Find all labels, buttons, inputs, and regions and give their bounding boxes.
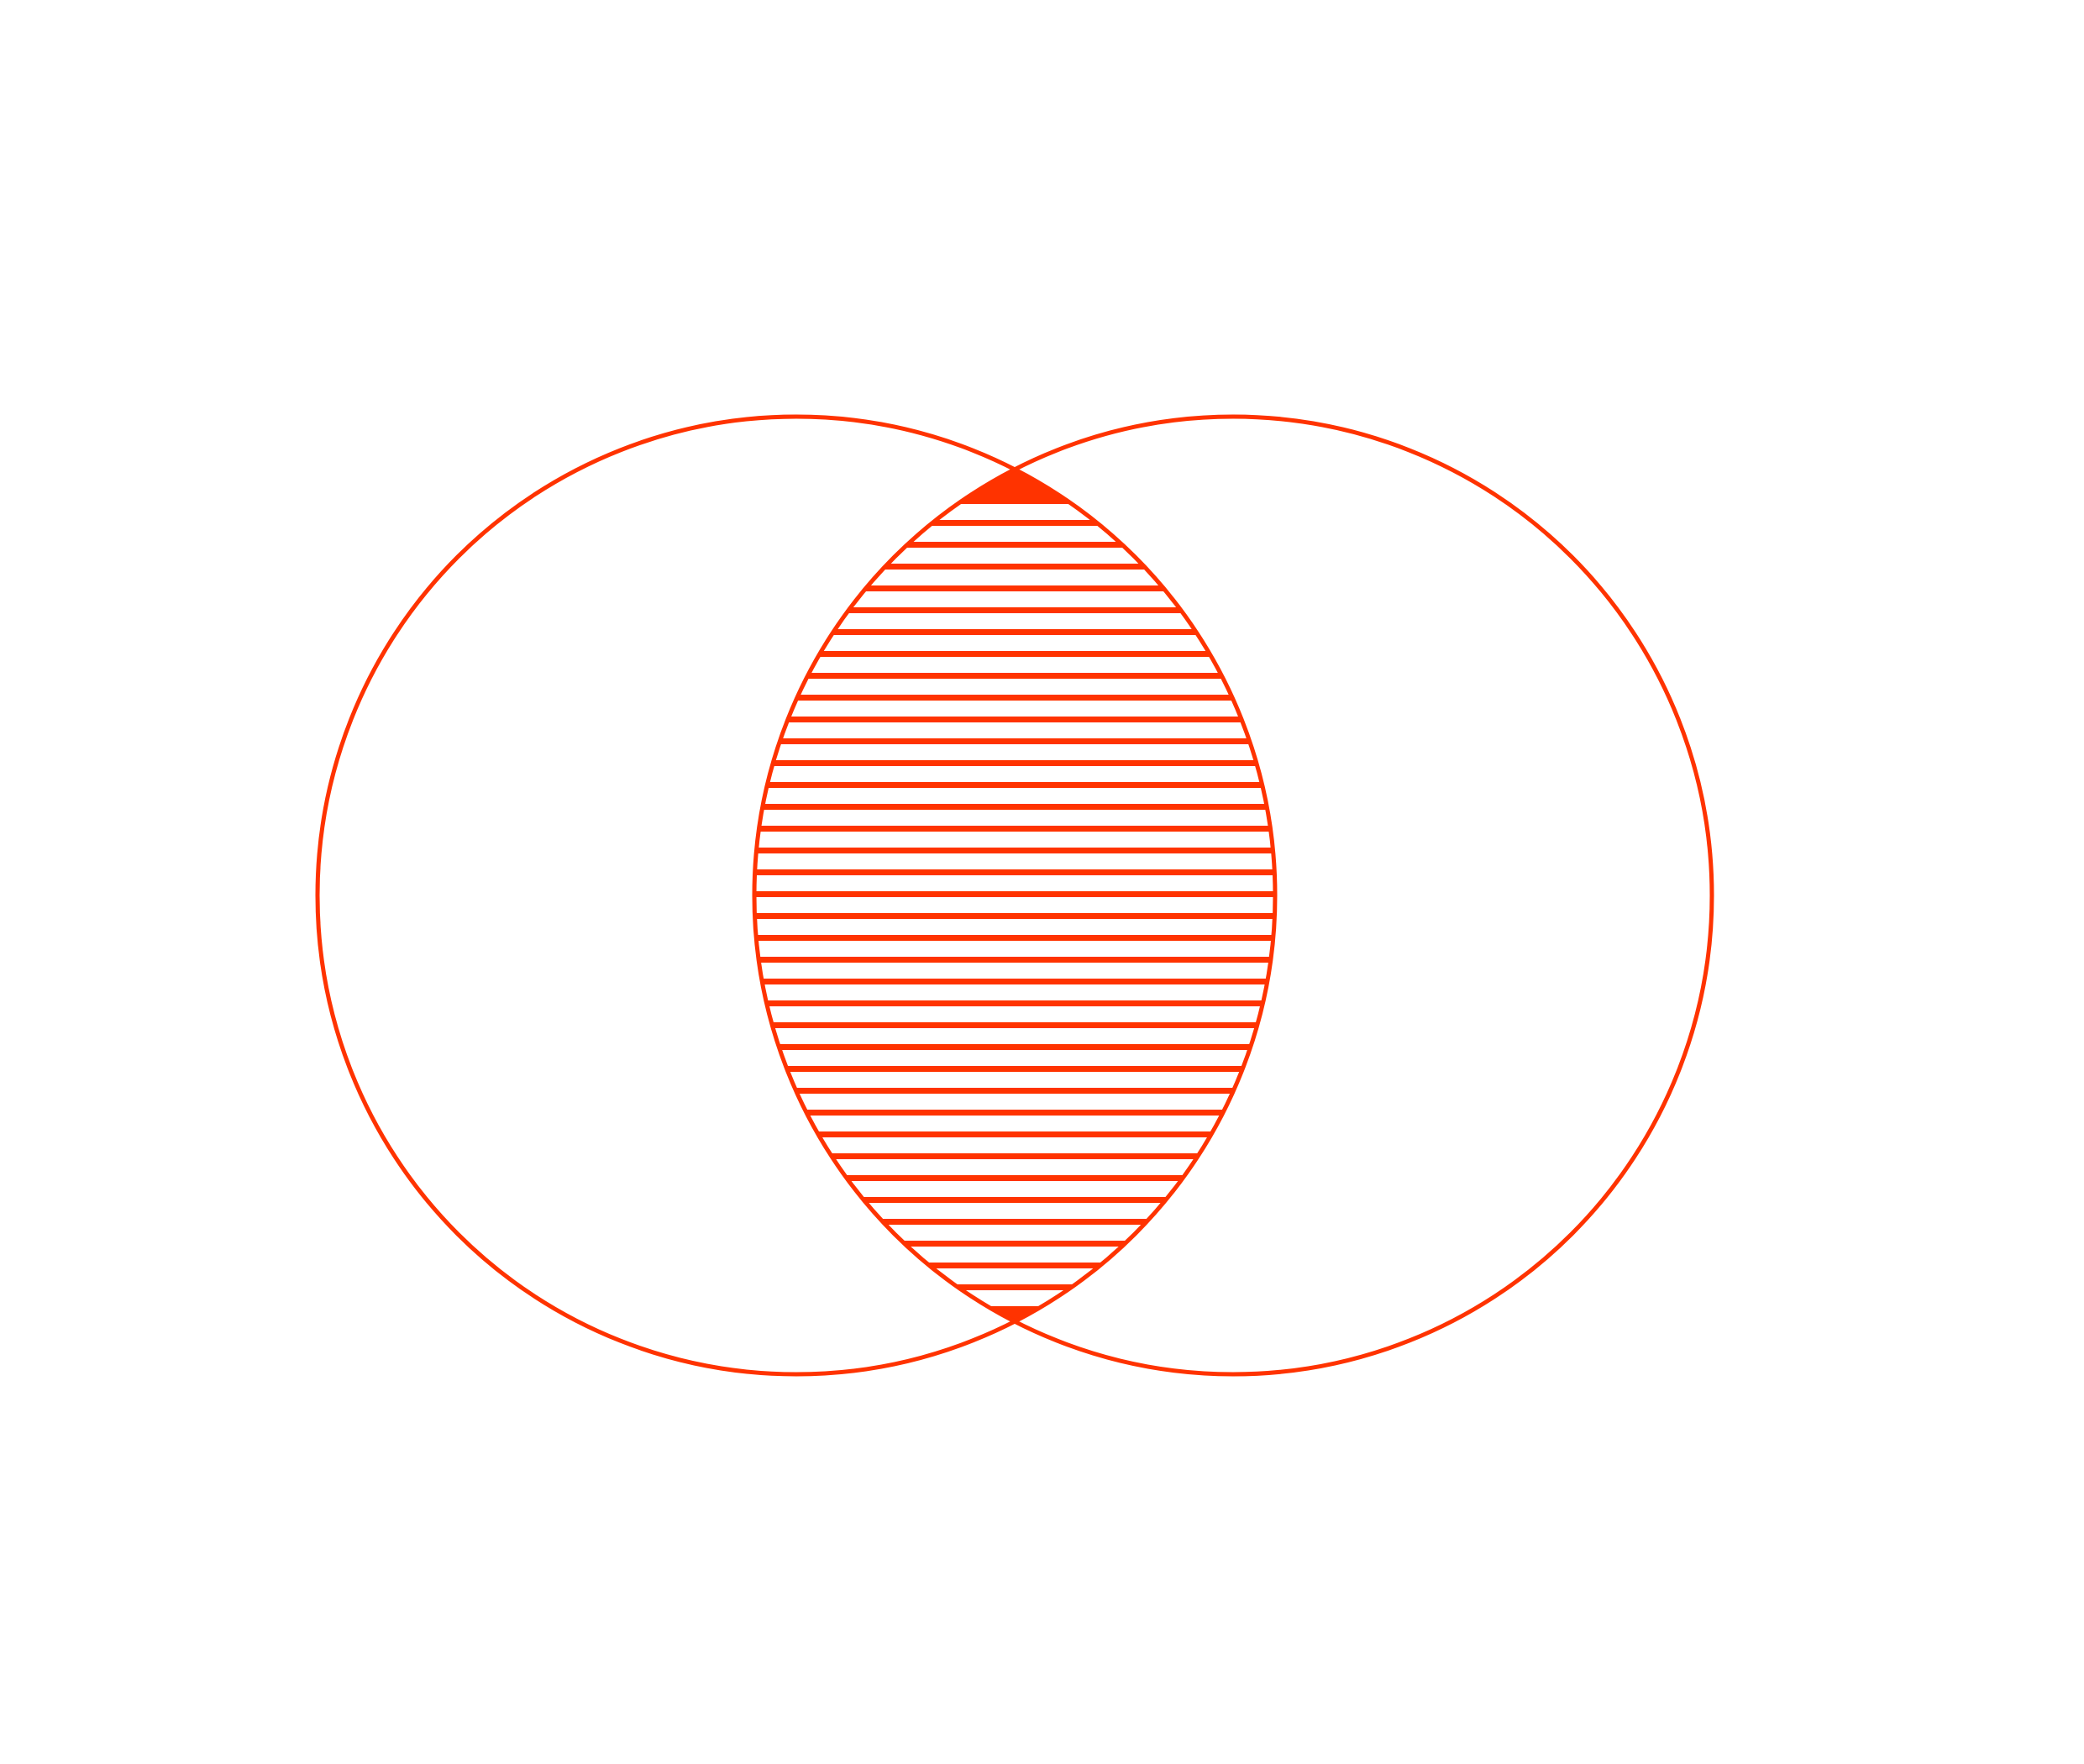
hatch-band [754, 1159, 1275, 1175]
hatch-band [754, 1094, 1275, 1110]
hatch-band [754, 548, 1275, 564]
hatch-band [754, 570, 1275, 585]
hatch-band [754, 1247, 1275, 1263]
hatch-band [754, 744, 1275, 760]
hatch-band [754, 679, 1275, 695]
hatch-band [754, 701, 1275, 717]
intersection-hatch [754, 504, 1275, 1306]
hatch-band [754, 766, 1275, 782]
hatch-band [754, 526, 1275, 542]
hatch-band [754, 1268, 1275, 1284]
hatch-band [754, 897, 1275, 913]
hatch-band [754, 788, 1275, 804]
hatch-band [754, 591, 1275, 607]
hatch-band [754, 941, 1275, 957]
hatch-band [754, 1006, 1275, 1022]
hatch-band [754, 1203, 1275, 1219]
hatch-band [754, 1050, 1275, 1066]
hatch-band [754, 1225, 1275, 1241]
hatch-band [754, 635, 1275, 651]
hatch-band [754, 1028, 1275, 1044]
hatch-band [754, 613, 1275, 629]
hatch-band [754, 722, 1275, 738]
hatch-band [754, 1116, 1275, 1131]
left-set-circle [315, 414, 1278, 1377]
intersection-region [754, 417, 1275, 1374]
hatch-band [754, 963, 1275, 979]
hatch-band [754, 1137, 1275, 1153]
hatch-band [754, 1072, 1275, 1088]
hatch-band [754, 504, 1275, 520]
hatch-band [754, 875, 1275, 891]
hatch-band [754, 853, 1275, 869]
hatch-band [754, 919, 1275, 935]
hatch-band [754, 1181, 1275, 1197]
hatch-band [754, 810, 1275, 826]
hatch-band [754, 832, 1275, 848]
hatch-band [754, 1290, 1275, 1306]
right-set-circle [752, 414, 1714, 1377]
hatch-band [754, 984, 1275, 1000]
hatch-band [754, 657, 1275, 673]
